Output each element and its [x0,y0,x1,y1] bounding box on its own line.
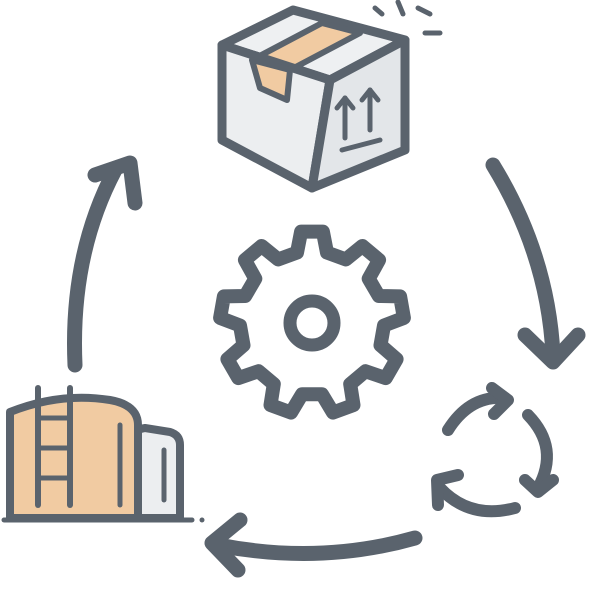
box-right-face [307,35,410,193]
cycle-arrows [67,155,586,578]
gear-icon [213,224,411,420]
sparkle-icon [372,0,443,36]
shipping-box-icon [217,5,410,193]
gear-hole [283,294,341,352]
cycle-arrow-icon-bottom [204,512,423,578]
cycle-arrow-icon-left [67,155,143,373]
gear-outline [213,224,411,420]
storage-tanks-icon [1,385,205,523]
box-tape-flap [249,57,293,103]
this-side-up-icon [334,87,383,153]
recycle-icon [431,382,559,518]
cycle-arrow-icon-right [485,157,586,370]
